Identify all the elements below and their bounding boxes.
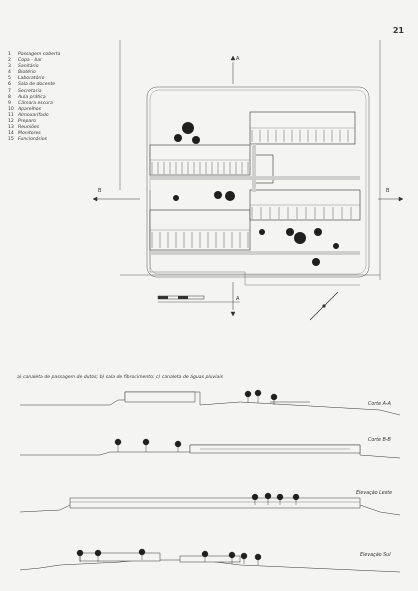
legend-number: 15 xyxy=(8,137,14,143)
site-plan xyxy=(92,40,404,321)
tree-icon xyxy=(138,548,146,560)
cut-label-b-right: B xyxy=(386,188,390,194)
tree-icon xyxy=(94,549,102,562)
legend-number: 11 xyxy=(8,112,14,118)
legend-label: Secretaria xyxy=(18,88,42,94)
tree-icon xyxy=(312,258,320,266)
legend-label: Aparelhos xyxy=(18,106,41,112)
legend-label: Funcionários xyxy=(18,137,47,143)
elevation-south xyxy=(19,552,401,573)
legend-number: 2 xyxy=(8,58,11,64)
legend-item: 5 Laboratório xyxy=(8,76,60,82)
tree-icon xyxy=(264,492,272,505)
legend-number: 14 xyxy=(8,131,14,137)
legend-item: 14 Monitores xyxy=(8,131,60,137)
tree-icon xyxy=(254,389,262,403)
tree-icon xyxy=(286,228,294,236)
section-notes: a) canaleta de passagem de dutos; b) sal… xyxy=(17,375,224,380)
legend-item: 6 Sala de docente xyxy=(8,82,60,88)
tree-icon xyxy=(276,493,284,505)
legend-number: 1 xyxy=(8,52,11,57)
section-label-a-a: Corte A-A xyxy=(368,402,391,407)
legend-label: Reuniões xyxy=(18,125,40,131)
legend-label: Laboratório xyxy=(18,76,45,82)
tree-icon xyxy=(333,243,339,249)
legend-label: Monitores xyxy=(18,131,41,137)
tree-icon xyxy=(174,134,182,142)
tree-icon xyxy=(251,493,259,505)
tree-icon xyxy=(76,549,84,562)
legend-number: 4 xyxy=(8,70,11,76)
tree-icon xyxy=(244,390,252,403)
legend-item: 3 Sanitário xyxy=(8,64,60,70)
legend-number: 6 xyxy=(8,82,11,88)
tree-icon xyxy=(225,191,235,201)
legend-item: 10 Aparelhos xyxy=(8,107,60,113)
section-b-b xyxy=(20,444,401,459)
tree-icon xyxy=(214,191,222,199)
legend-item: 9 Câmara escura xyxy=(8,101,60,107)
legend-number: 5 xyxy=(8,76,11,82)
legend-item: 12 Preparo xyxy=(8,119,60,125)
legend-label: Biotério xyxy=(18,70,36,76)
legend-number: 13 xyxy=(8,125,14,131)
legend-item: 8 Aula prática xyxy=(8,95,60,101)
tree-icon xyxy=(114,438,122,452)
legend-label: Copa - bar xyxy=(18,58,42,64)
legend-label: Câmara escura xyxy=(18,100,53,106)
tree-icon xyxy=(182,122,194,134)
legend-number: 8 xyxy=(8,94,11,100)
tree-icon xyxy=(174,440,182,452)
tree-icon xyxy=(294,232,306,244)
room-legend: 1 Passagem coberta 2 Copa - bar 3 Sanitário 4 B… xyxy=(8,52,60,143)
cut-label-b-left: B xyxy=(98,188,102,194)
legend-label: Sala de docente xyxy=(18,82,56,88)
section-label-b-b: Corte B-B xyxy=(368,438,391,443)
legend-number: 3 xyxy=(8,64,11,70)
tree-icon xyxy=(259,229,265,235)
tree-icon xyxy=(240,552,248,564)
legend-item: 1 Passagem coberta xyxy=(8,52,60,58)
legend-label: Preparo xyxy=(18,119,36,125)
legend-item: 15 Funcionários xyxy=(8,137,60,143)
tree-icon xyxy=(314,228,322,236)
elevation-east xyxy=(19,497,401,516)
legend-label: Passagem coberta xyxy=(18,52,61,57)
legend-item: 7 Secretaria xyxy=(8,89,60,95)
legend-label: Almoxarifado xyxy=(18,112,49,118)
legend-item: 4 Biotério xyxy=(8,70,60,76)
page-number: 21 xyxy=(392,26,404,35)
legend-item: 11 Almoxarifado xyxy=(8,113,60,119)
legend-number: 12 xyxy=(8,119,14,125)
north-arrow-icon xyxy=(309,291,339,321)
tree-icon xyxy=(173,195,179,201)
tree-icon xyxy=(192,136,200,144)
legend-number: 9 xyxy=(8,100,11,106)
section-a-a xyxy=(20,391,401,416)
tree-icon xyxy=(270,393,278,405)
scale-bar xyxy=(157,295,240,303)
section-label-east: Elevação Leste xyxy=(356,491,393,496)
tree-icon xyxy=(201,550,209,562)
cut-label-a-bottom: A xyxy=(236,296,240,302)
section-label-south: Elevação Sul xyxy=(360,553,391,558)
legend-label: Aula prática xyxy=(18,94,46,100)
tree-icon xyxy=(254,553,262,565)
legend-number: 7 xyxy=(8,88,11,94)
tree-icon xyxy=(142,438,150,452)
legend-item: 2 Copa - bar xyxy=(8,58,60,64)
tree-icon xyxy=(292,493,300,505)
cut-label-a-top: A xyxy=(236,56,240,62)
legend-item: 13 Reuniões xyxy=(8,125,60,131)
legend-label: Sanitário xyxy=(18,64,39,70)
legend-number: 10 xyxy=(8,106,14,112)
site-boundary xyxy=(146,86,370,278)
tree-icon xyxy=(228,551,236,564)
